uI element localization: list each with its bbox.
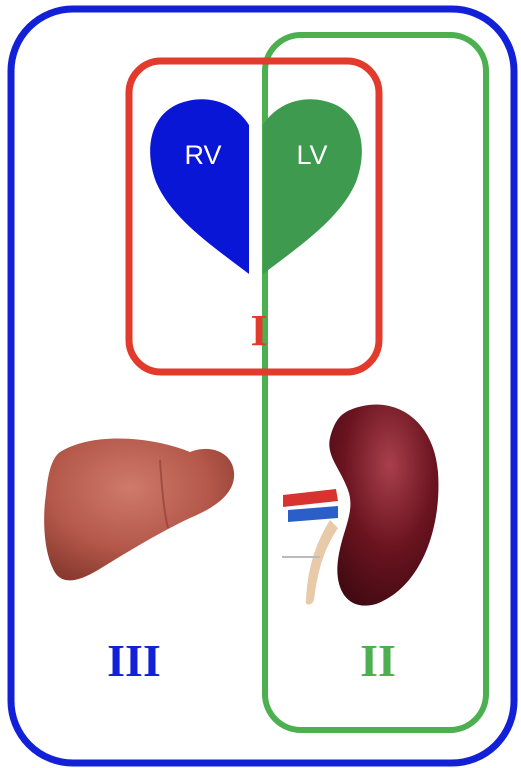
right-ventricle-shape — [150, 99, 249, 274]
liver-icon — [44, 438, 234, 580]
group-1-label: I — [250, 306, 267, 355]
heart-icon: RV LV — [150, 99, 362, 274]
kidney-body-shape — [329, 405, 438, 606]
right-ventricle-label: RV — [184, 140, 221, 170]
kidney-icon — [282, 405, 438, 606]
left-ventricle-shape — [263, 99, 362, 274]
renal-vein-shape — [288, 506, 338, 522]
ureter-shape — [306, 520, 338, 605]
group-2-label: II — [360, 635, 396, 686]
group-3-label: III — [107, 635, 161, 686]
renal-artery-shape — [283, 489, 338, 507]
left-ventricle-label: LV — [296, 140, 327, 170]
